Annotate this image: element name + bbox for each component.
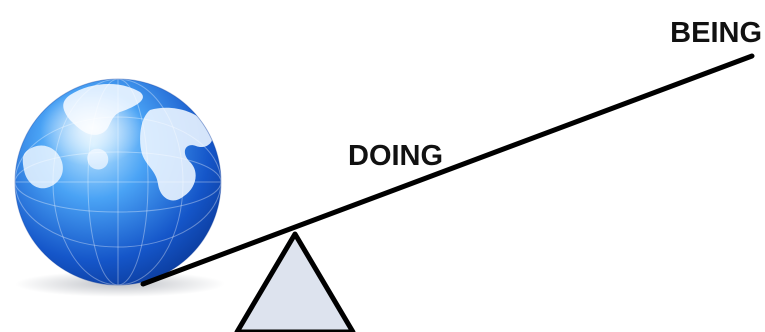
label-doing: DOING [348, 140, 443, 172]
seesaw-beam [143, 56, 752, 284]
globe-icon [15, 79, 221, 285]
label-being: BEING [670, 17, 762, 49]
fulcrum-triangle [237, 234, 353, 332]
